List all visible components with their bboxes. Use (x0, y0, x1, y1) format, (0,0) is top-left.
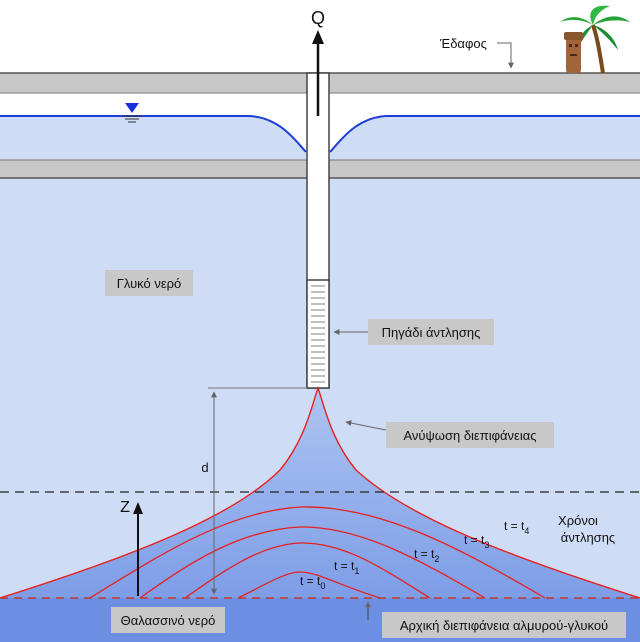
palm-tree-icon (560, 5, 630, 74)
water-table-right (329, 115, 640, 153)
sea-water-label-box (111, 607, 225, 633)
initial-interface-label: Αρχική διεπιφάνεια αλμυρού-γλυκού (400, 618, 608, 633)
interface-upconing-pointer-arrow (345, 420, 387, 431)
statue-icon (564, 32, 583, 73)
time-label-t1: t = t1 (334, 559, 359, 576)
salt-water-cone (0, 388, 640, 598)
upper-aquifer-water-left (0, 116, 306, 160)
well-screen (306, 279, 330, 389)
discharge-label: Q (311, 8, 325, 28)
distance-label: d (201, 460, 208, 475)
fresh-water-label-box (105, 270, 193, 296)
interface-curve-t3 (89, 506, 546, 599)
z-axis-arrow-head (133, 502, 143, 514)
interface-curves (0, 385, 640, 599)
water-table-left (0, 115, 307, 153)
discharge-arrow-head (312, 30, 324, 44)
water-table-symbol-icon (122, 103, 142, 123)
pumping-times-label-line1: Χρόνοι (558, 513, 598, 528)
fresh-water-label: Γλυκό νερό (117, 276, 182, 291)
interface-curve-t2 (139, 526, 486, 599)
time-label-t2: t = t2 (414, 547, 439, 564)
interface-upconing-label-box (386, 422, 554, 448)
upper-aquifer-water-right (330, 116, 640, 160)
interface-curve-t4 (0, 385, 640, 599)
initial-interface-label-box (382, 612, 626, 638)
pumping-well-label: Πηγάδι άντλησης (382, 325, 481, 340)
ground-pointer-arrow (497, 42, 514, 69)
z-axis-label: Z (120, 499, 130, 516)
ground-label: Έδαφος (439, 36, 487, 51)
interface-curve-t1 (184, 542, 431, 599)
interface-upconing-label: Ανύψωση διεπιφάνειας (403, 428, 536, 443)
time-label-t4: t = t4 (504, 519, 529, 536)
interface-curve-t0 (237, 571, 381, 599)
sea-water-label: Θαλασσινό νερό (121, 613, 216, 628)
pumping-well-label-box (368, 319, 494, 345)
pumping-times-label-line2: άντλησης (561, 530, 615, 545)
time-label-t3: t = t3 (464, 533, 489, 550)
time-label-t0: t = t0 (300, 574, 325, 591)
